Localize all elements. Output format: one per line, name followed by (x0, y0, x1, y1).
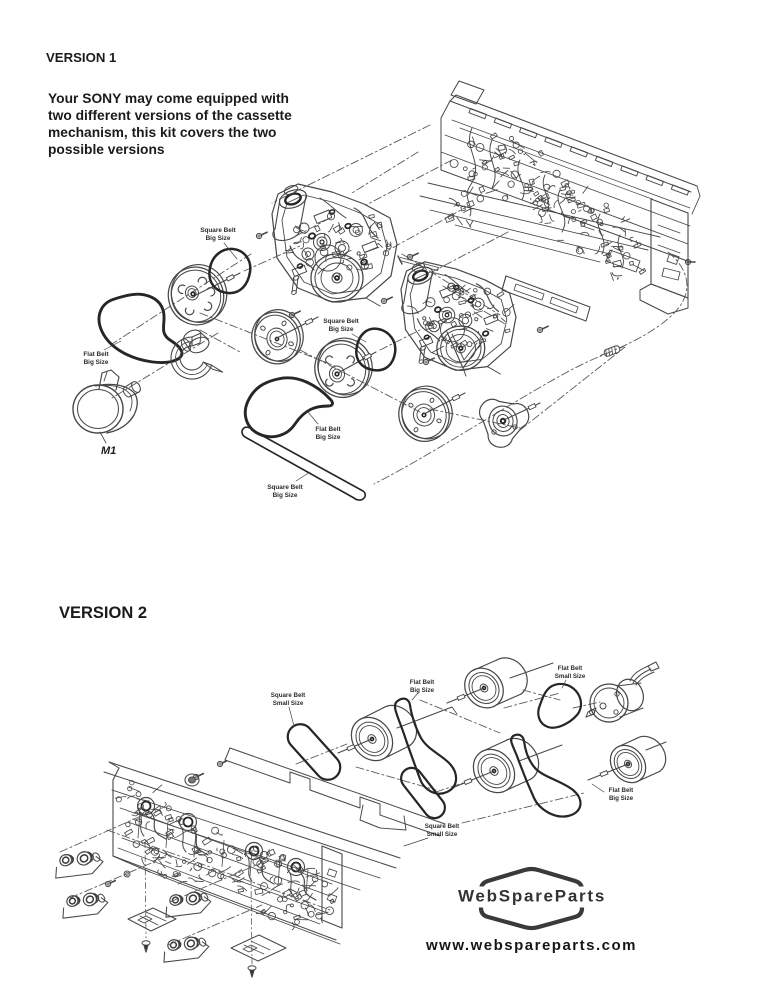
svg-text:M1: M1 (101, 445, 116, 457)
svg-text:WebSpareParts: WebSpareParts (458, 887, 606, 906)
svg-text:Square Belt: Square Belt (200, 227, 236, 234)
svg-text:Flat Belt: Flat Belt (609, 787, 633, 794)
svg-text:Big Size: Big Size (410, 687, 435, 694)
svg-text:Square Belt: Square Belt (425, 823, 459, 830)
svg-text:Big Size: Big Size (273, 492, 298, 499)
svg-text:Square Belt: Square Belt (271, 692, 305, 699)
svg-text:possible versions: possible versions (48, 142, 165, 157)
svg-text:VERSION 1: VERSION 1 (46, 50, 116, 65)
svg-text:Small Size: Small Size (427, 831, 458, 838)
svg-text:Big Size: Big Size (316, 434, 341, 441)
svg-text:Big Size: Big Size (329, 326, 354, 333)
svg-text:VERSION 2: VERSION 2 (59, 604, 147, 622)
svg-text:Square Belt: Square Belt (323, 318, 359, 325)
svg-text:www.webspareparts.com: www.webspareparts.com (425, 937, 637, 954)
svg-text:Flat Belt: Flat Belt (83, 351, 109, 358)
svg-text:Big Size: Big Size (84, 359, 109, 366)
svg-text:two different versions of the: two different versions of the cassette (48, 108, 292, 123)
svg-text:Small Size: Small Size (555, 673, 586, 680)
svg-text:Big Size: Big Size (609, 795, 634, 802)
svg-text:Flat Belt: Flat Belt (558, 665, 582, 672)
svg-text:Flat Belt: Flat Belt (410, 679, 434, 686)
svg-text:mechanism, this kit covers the: mechanism, this kit covers the two (48, 125, 276, 140)
svg-text:Your SONY may come equipped wi: Your SONY may come equipped with (48, 91, 289, 106)
svg-text:Big Size: Big Size (206, 235, 231, 242)
svg-text:Flat Belt: Flat Belt (315, 426, 341, 433)
svg-text:Square Belt: Square Belt (267, 484, 303, 491)
svg-text:Small Size: Small Size (273, 700, 304, 707)
